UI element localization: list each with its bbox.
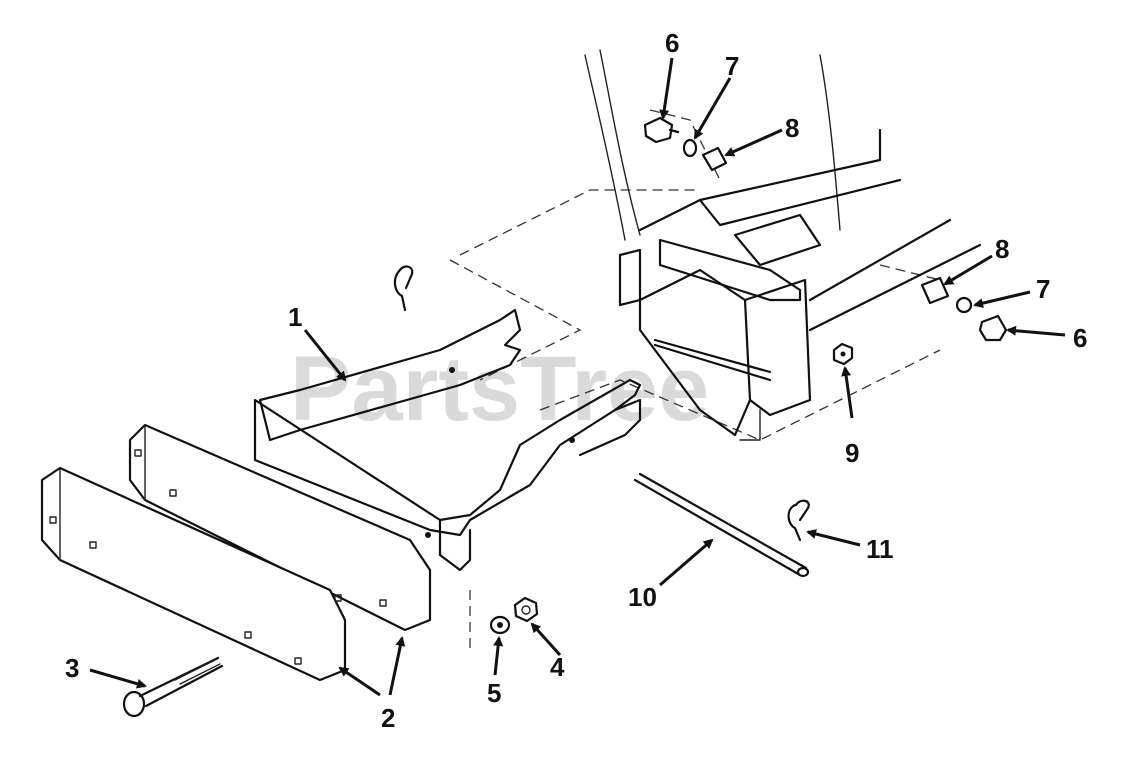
hair-pin-clip-upper — [393, 265, 414, 312]
callout-labels: 1 2 3 4 5 6 7 8 8 7 6 9 10 11 — [65, 28, 1087, 733]
callout-4: 4 — [550, 652, 565, 682]
nut-part-9 — [832, 342, 854, 366]
weight-block-rear — [128, 423, 432, 632]
callout-3: 3 — [65, 653, 79, 683]
callout-7-top: 7 — [725, 51, 739, 81]
right-hardware — [920, 276, 1008, 342]
nut-and-washer — [489, 596, 539, 635]
callout-10: 10 — [628, 582, 657, 612]
callout-7-right: 7 — [1036, 274, 1050, 304]
pin-rod — [633, 472, 810, 578]
watermark: PartsTree — [290, 338, 709, 440]
callout-5: 5 — [487, 678, 501, 708]
callout-1: 1 — [288, 302, 302, 332]
callout-2: 2 — [381, 703, 395, 733]
callout-8-right: 8 — [995, 234, 1009, 264]
callout-6-right: 6 — [1073, 323, 1087, 353]
upper-hardware-left — [643, 116, 728, 172]
tractor-frame — [584, 49, 982, 441]
hitch-bracket — [253, 308, 642, 572]
long-bolt — [122, 656, 224, 718]
leader-arrows — [89, 57, 1066, 697]
callout-6-top: 6 — [665, 28, 679, 58]
callout-9: 9 — [845, 438, 859, 468]
callout-8-top: 8 — [785, 113, 799, 143]
hair-pin-clip-lower — [787, 499, 810, 542]
callout-11: 11 — [866, 534, 894, 564]
